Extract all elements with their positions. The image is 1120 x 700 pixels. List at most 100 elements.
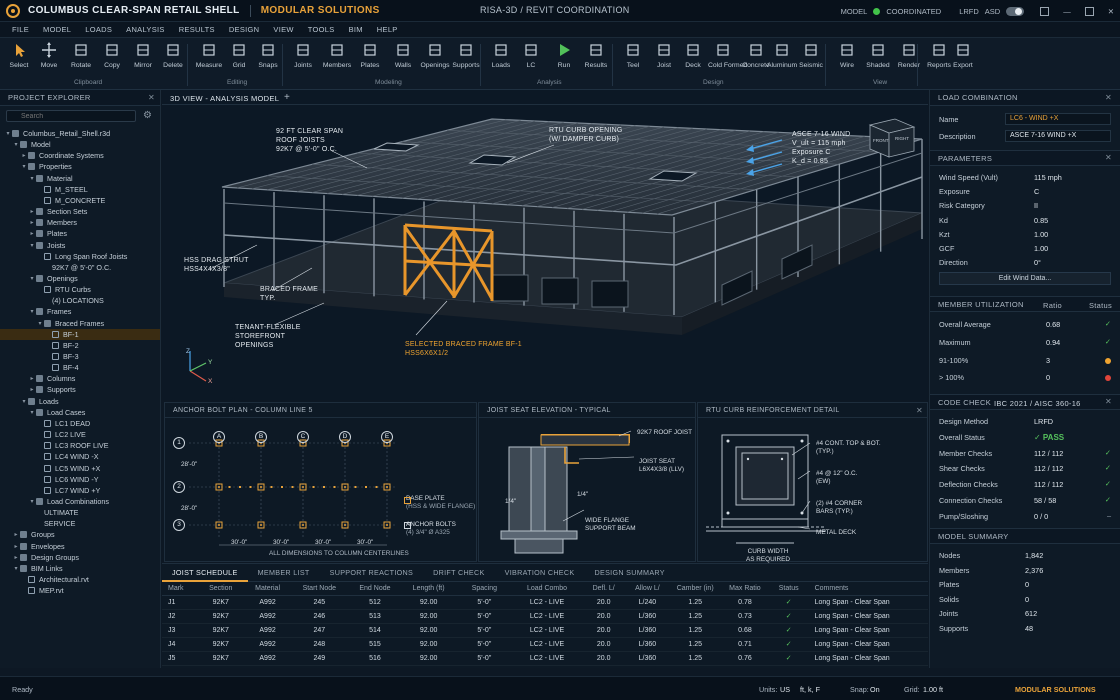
expand-caret-icon[interactable]: ▾: [30, 275, 34, 282]
ribbon-plates-button[interactable]: Plates: [355, 42, 385, 69]
ribbon-delete-button[interactable]: Delete: [158, 42, 188, 69]
ribbon-teel-button[interactable]: Teel: [618, 42, 648, 69]
ribbon-results-button[interactable]: Results: [581, 42, 611, 69]
tree-item[interactable]: ▾Load Combinations: [0, 496, 160, 507]
tree-item[interactable]: LC1 DEAD: [0, 418, 160, 429]
column-header[interactable]: Spacing: [456, 582, 513, 596]
schedule-tab-support-reactions[interactable]: SUPPORT REACTIONS: [329, 567, 414, 577]
column-header[interactable]: Material: [245, 582, 290, 596]
code-check-row[interactable]: Overall Status✓ PASS: [930, 430, 1120, 444]
menu-help[interactable]: HELP: [376, 25, 398, 34]
column-header[interactable]: End Node: [349, 582, 401, 596]
load-combo-name-field[interactable]: LC6 - WIND +X: [1005, 113, 1111, 125]
ribbon-joist-button[interactable]: Joist: [649, 42, 679, 69]
column-header[interactable]: Load Combo: [512, 582, 582, 596]
tree-item[interactable]: ▾Columbus_Retail_Shell.r3d: [0, 128, 160, 139]
tree-item[interactable]: LC5 WIND +X: [0, 463, 160, 474]
ribbon-run-button[interactable]: Run: [549, 42, 579, 69]
column-header[interactable]: Max Ratio: [721, 582, 769, 596]
ribbon-loads-button[interactable]: Loads: [486, 42, 516, 69]
menu-file[interactable]: FILE: [12, 25, 30, 34]
ribbon-rotate-button[interactable]: Rotate: [66, 42, 96, 69]
expand-caret-icon[interactable]: ▸: [30, 209, 34, 216]
menu-design[interactable]: DESIGN: [228, 25, 260, 34]
tree-item[interactable]: BF-3: [0, 351, 160, 362]
ribbon-aluminum-button[interactable]: Aluminum: [767, 42, 797, 69]
lrfd-label[interactable]: LRFD: [959, 6, 979, 16]
tree-item[interactable]: LC6 WIND -Y: [0, 474, 160, 485]
lrfd-asd-toggle[interactable]: [1006, 6, 1025, 16]
tree-item[interactable]: ▸Design Groups: [0, 552, 160, 563]
ribbon-shaded-button[interactable]: Shaded: [863, 42, 893, 69]
tree-item[interactable]: BF-1: [0, 328, 160, 340]
tree-item[interactable]: LC3 ROOF LIVE: [0, 440, 160, 451]
expand-caret-icon[interactable]: ▸: [14, 532, 18, 539]
ribbon-walls-button[interactable]: Walls: [388, 42, 418, 69]
expand-caret-icon[interactable]: ▾: [30, 409, 34, 416]
ribbon-supports-button[interactable]: Supports: [451, 42, 481, 69]
column-header[interactable]: Comments: [808, 582, 928, 596]
schedule-tab-design-summary[interactable]: DESIGN SUMMARY: [594, 567, 665, 577]
schedule-tab-vibration-check[interactable]: VIBRATION CHECK: [504, 567, 575, 577]
column-header[interactable]: Mark: [162, 582, 196, 596]
tree-item[interactable]: BF-4: [0, 362, 160, 373]
tree-item[interactable]: ▸Supports: [0, 384, 160, 395]
expand-caret-icon[interactable]: ▾: [14, 142, 18, 149]
settings-gear-icon[interactable]: ⚙: [143, 110, 152, 121]
column-header[interactable]: Length (ft): [400, 582, 457, 596]
joist-seat-panel[interactable]: JOIST SEAT ELEVATION - TYPICAL 92K7 ROOF…: [478, 402, 696, 562]
column-header[interactable]: Camber (in): [669, 582, 722, 596]
expand-caret-icon[interactable]: ▾: [22, 164, 26, 171]
parameters-close-icon[interactable]: ✕: [1105, 153, 1112, 162]
expand-caret-icon[interactable]: ▸: [22, 153, 26, 160]
tree-item[interactable]: M_CONCRETE: [0, 195, 160, 206]
tree-item[interactable]: Long Span Roof Joists: [0, 251, 160, 262]
tree-item[interactable]: ▾BIM Links: [0, 563, 160, 574]
minimize-icon[interactable]: —: [1063, 6, 1071, 16]
tree-item[interactable]: SERVICE: [0, 518, 160, 529]
ribbon-select-button[interactable]: Select: [4, 42, 34, 69]
ribbon-copy-button[interactable]: Copy: [97, 42, 127, 69]
tree-item[interactable]: ▾Model: [0, 139, 160, 150]
tree-item[interactable]: ▸Coordinate Systems: [0, 150, 160, 161]
tree-item[interactable]: ▾Material: [0, 173, 160, 184]
tree-item[interactable]: ULTIMATE: [0, 507, 160, 518]
tree-item[interactable]: (4) LOCATIONS: [0, 295, 160, 306]
viewcube-right[interactable]: RIGHT: [895, 136, 909, 141]
menu-tools[interactable]: TOOLS: [307, 25, 335, 34]
ribbon-move-button[interactable]: Move: [34, 42, 64, 69]
tree-item[interactable]: LC2 LIVE: [0, 429, 160, 440]
tree-item[interactable]: MEP.rvt: [0, 585, 160, 596]
expand-caret-icon[interactable]: ▸: [14, 554, 18, 561]
asd-label[interactable]: ASD: [984, 6, 1001, 16]
ribbon-members-button[interactable]: Members: [322, 42, 352, 69]
ribbon-reports-button[interactable]: Reports: [924, 42, 954, 69]
expand-caret-icon[interactable]: ▾: [30, 309, 34, 316]
tree-item[interactable]: ▸Section Sets: [0, 206, 160, 217]
ribbon-export-button[interactable]: Export: [948, 42, 978, 69]
load-combo-desc-field[interactable]: ASCE 7-16 WIND +X: [1005, 130, 1111, 142]
tree-item[interactable]: ▾Load Cases: [0, 407, 160, 418]
code-check-close-icon[interactable]: ✕: [1105, 397, 1112, 406]
expand-caret-icon[interactable]: ▾: [30, 242, 34, 249]
expand-caret-icon[interactable]: ▸: [30, 387, 34, 394]
tree-item[interactable]: 92K7 @ 5'-0" O.C.: [0, 262, 160, 273]
utilization-row[interactable]: > 100%0: [930, 370, 1120, 384]
units-value[interactable]: US: [780, 685, 790, 694]
ribbon-mirror-button[interactable]: Mirror: [128, 42, 158, 69]
parameter-row[interactable]: Wind Speed (Vult)115 mph: [930, 170, 1120, 184]
expand-caret-icon[interactable]: ▾: [22, 398, 26, 405]
menu-analysis[interactable]: ANALYSIS: [126, 25, 165, 34]
restore-icon[interactable]: [1084, 6, 1094, 16]
tree-item[interactable]: LC7 WIND +Y: [0, 485, 160, 496]
tree-item[interactable]: ▾Frames: [0, 306, 160, 317]
